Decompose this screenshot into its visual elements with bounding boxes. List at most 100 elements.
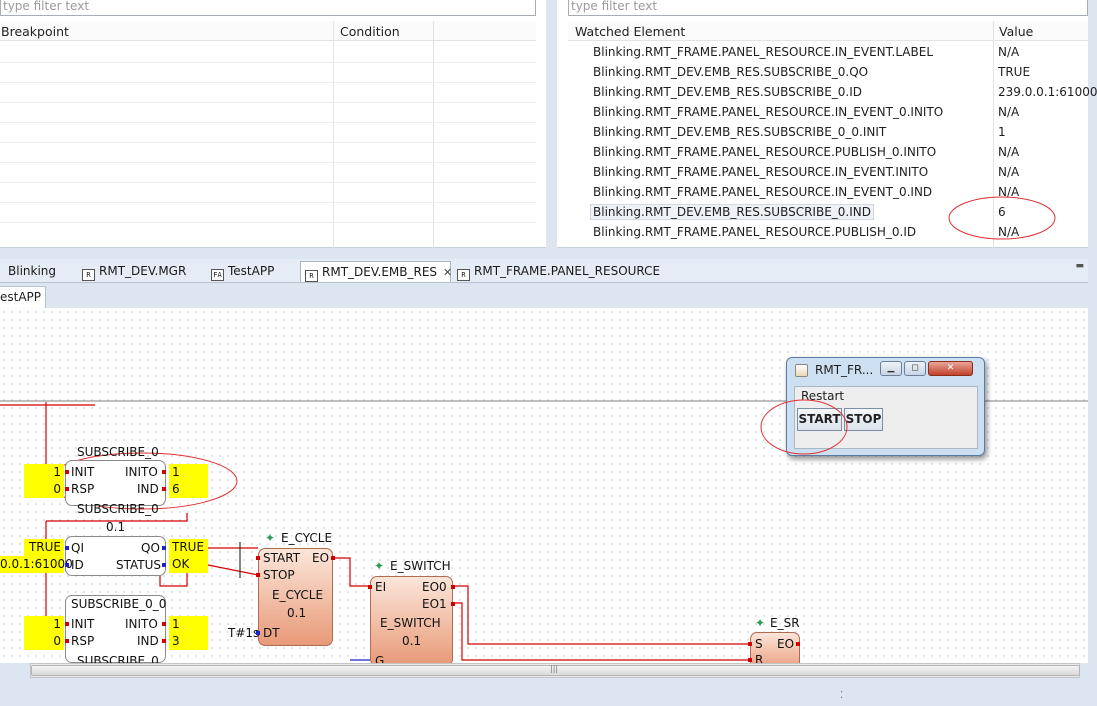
tab-testapp-sub[interactable]: estAPP [0, 286, 47, 308]
scrollbar-grip: ||| [550, 664, 559, 673]
event-pin [451, 585, 455, 589]
minimize-button[interactable]: ▁ [880, 361, 902, 376]
watch-value: 1 [998, 125, 1006, 139]
event-pin [162, 487, 166, 491]
port-ind[interactable]: IND [137, 482, 159, 496]
minimize-icon[interactable]: ▬ [1075, 261, 1084, 271]
watch-row[interactable]: Blinking.RMT_FRAME.PANEL_RESOURCE.PUBLIS… [570, 222, 1088, 242]
event-pin [65, 639, 69, 643]
watch-row[interactable]: Blinking.RMT_FRAME.PANEL_RESOURCE.PUBLIS… [570, 142, 1088, 162]
resource-icon: R [457, 269, 470, 281]
column-value[interactable]: Value [999, 24, 1034, 39]
tab-label: TestAPP [228, 264, 275, 278]
port-dt[interactable]: DT [263, 626, 280, 640]
port-s[interactable]: S [755, 637, 763, 651]
breakpoint-filter-input[interactable]: type filter text [0, 0, 536, 16]
resource-icon: R [305, 270, 318, 282]
function-block-subscribe-0-top[interactable] [65, 460, 166, 506]
start-button[interactable]: START [797, 408, 842, 431]
event-pin [796, 642, 800, 646]
watch-element: Blinking.RMT_FRAME.PANEL_RESOURCE.IN_EVE… [593, 185, 933, 199]
function-block-e-cycle[interactable] [258, 548, 333, 646]
event-pin [256, 556, 260, 560]
start-highlight-ellipse [760, 399, 848, 455]
watch-row[interactable]: Blinking.RMT_FRAME.PANEL_RESOURCE.IN_EVE… [570, 162, 1088, 182]
port-rsp[interactable]: RSP [71, 482, 95, 496]
port-inito[interactable]: INITO [125, 617, 158, 631]
event-pin [65, 622, 69, 626]
value-label: 1 [169, 616, 208, 633]
port-eo1[interactable]: EO1 [422, 597, 447, 611]
column-divider [333, 21, 334, 248]
value-label: 3 [169, 633, 208, 650]
data-pin [256, 631, 260, 635]
port-inito[interactable]: INITO [125, 465, 158, 479]
port-r[interactable]: R [755, 653, 764, 667]
fb-version: 0.1 [287, 606, 307, 620]
data-pin [65, 546, 69, 550]
watch-row-selected[interactable]: Blinking.RMT_DEV.EMB_RES.SUBSCRIBE_0.IND… [570, 202, 1088, 222]
watch-element: Blinking.RMT_FRAME.PANEL_RESOURCE.IN_EVE… [593, 165, 929, 179]
port-eo0[interactable]: EO0 [422, 580, 447, 594]
port-ind[interactable]: IND [137, 634, 159, 648]
value-label: 6 [169, 481, 208, 498]
port-id[interactable]: ID [71, 558, 84, 572]
port-status[interactable]: STATUS [116, 558, 162, 572]
instance-star-icon: ✦ [755, 616, 766, 630]
port-g[interactable]: G [375, 654, 385, 668]
watch-value: 6 [998, 205, 1006, 219]
event-pin [162, 622, 166, 626]
watch-element: Blinking.RMT_FRAME.PANEL_RESOURCE.PUBLIS… [593, 225, 917, 239]
watch-row[interactable]: Blinking.RMT_FRAME.PANEL_RESOURCE.IN_EVE… [570, 102, 1088, 122]
watch-row[interactable]: Blinking.RMT_DEV.EMB_RES.SUBSCRIBE_0_0.I… [570, 122, 1088, 142]
watch-value: N/A [998, 145, 1020, 159]
port-rsp[interactable]: RSP [71, 634, 95, 648]
port-init[interactable]: INIT [71, 465, 95, 479]
event-pin [162, 470, 166, 474]
tab-testapp[interactable]: FA TestAPP [211, 261, 274, 282]
column-watched-element[interactable]: Watched Element [575, 24, 686, 39]
column-breakpoint[interactable]: Breakpoint [1, 24, 69, 39]
table-row [0, 162, 536, 163]
column-condition[interactable]: Condition [340, 24, 400, 39]
port-stop[interactable]: STOP [263, 568, 295, 582]
tab-label: Blinking [8, 264, 57, 278]
port-start[interactable]: START [263, 551, 301, 565]
java-app-icon [795, 364, 808, 377]
event-pin [331, 556, 335, 560]
fb-instance-name: SUBSCRIBE_0 [77, 445, 159, 459]
function-block-subscribe-0-0[interactable] [65, 595, 166, 663]
event-pin [451, 602, 455, 606]
watch-row[interactable]: Blinking.RMT_FRAME.PANEL_RESOURCE.IN_EVE… [570, 182, 1088, 202]
close-icon[interactable]: ✕ [443, 266, 453, 279]
maximize-button[interactable]: ◻ [904, 361, 926, 376]
fb-type-name: SUBSCRIBE_0 [77, 502, 159, 516]
port-ei[interactable]: EI [375, 580, 387, 594]
watch-element: Blinking.RMT_DEV.EMB_RES.SUBSCRIBE_0.ID [593, 85, 863, 99]
close-button[interactable]: ✕ [928, 361, 973, 376]
port-init[interactable]: INIT [71, 617, 95, 631]
function-block-subscribe-0-bottom[interactable] [65, 536, 166, 576]
rmt-frame-window[interactable]: RMT_FR... ▁ ◻ ✕ Restart START STOP [786, 357, 985, 456]
function-block-e-switch[interactable] [370, 576, 453, 666]
watch-value: N/A [998, 185, 1020, 199]
scrollbar-thumb[interactable]: ||| [31, 664, 1080, 676]
port-qo[interactable]: QO [141, 541, 160, 555]
tab-blinking[interactable]: Blinking [8, 261, 56, 282]
port-eo[interactable]: EO [312, 551, 330, 565]
watch-filter-input[interactable]: type filter text [568, 0, 1088, 16]
fb-instance-name: E_CYCLE [281, 531, 333, 545]
watch-row[interactable]: Blinking.RMT_FRAME.PANEL_RESOURCE.IN_EVE… [570, 42, 1088, 62]
value-label: 0 [24, 481, 64, 498]
stop-button[interactable]: STOP [844, 408, 883, 431]
horizontal-scrollbar[interactable]: ||| [30, 663, 1080, 678]
application-icon: FA [211, 269, 224, 281]
port-eo[interactable]: EO [777, 637, 795, 651]
port-qi[interactable]: QI [71, 541, 84, 555]
